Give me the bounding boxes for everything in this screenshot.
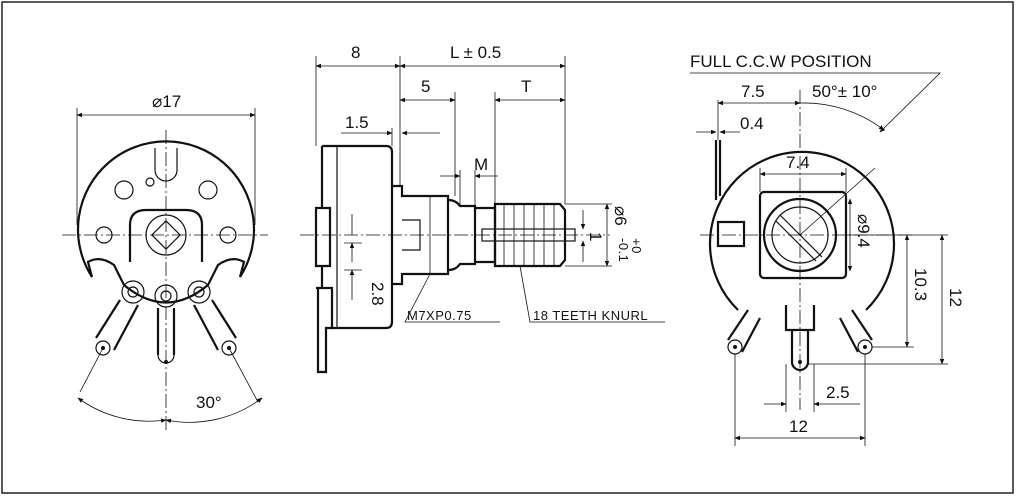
side-label-1: 1 xyxy=(586,232,605,241)
front-pin-mid-dot xyxy=(164,360,168,364)
side-body xyxy=(322,144,394,330)
rear-label-12-h: 12 xyxy=(789,417,808,436)
side-plate-flange xyxy=(314,206,332,268)
front-pin-right xyxy=(193,299,237,351)
front-hole-side-left xyxy=(95,226,113,244)
rear-terminal-left xyxy=(727,309,761,353)
front-angle-label: 30° xyxy=(196,393,222,412)
side-label-2-8: 2.8 xyxy=(368,282,387,306)
front-shaft-square xyxy=(151,220,181,250)
side-label-M: M xyxy=(474,155,488,174)
side-tol-lower: -0.1 xyxy=(616,238,631,262)
front-top-slot xyxy=(154,148,178,182)
rear-label-10-3: 10.3 xyxy=(911,268,930,301)
front-terminal-right-base xyxy=(207,258,246,286)
rear-angle-line xyxy=(799,167,876,236)
front-terminal-left-base xyxy=(86,258,125,286)
side-label-T: T xyxy=(521,77,531,96)
side-bushing-slot xyxy=(402,219,421,251)
rear-tab xyxy=(714,140,722,200)
rear-label-7-5: 7.5 xyxy=(741,82,765,101)
side-thread-leader xyxy=(404,273,500,323)
front-terminal-hole-1 xyxy=(127,286,139,298)
rear-rotor-slot-1 xyxy=(779,214,823,258)
rear-position-label: FULL C.C.W POSITION xyxy=(690,52,872,71)
rear-terminal-mid xyxy=(790,330,810,372)
rear-label-7-4: 7.4 xyxy=(786,153,810,172)
front-pin-mid xyxy=(156,308,176,355)
rear-rotor-inner xyxy=(771,206,829,264)
rear-terminal-mid-dot xyxy=(798,360,802,364)
rear-label-0-4: 0.4 xyxy=(740,114,764,133)
rear-terminal-right xyxy=(839,309,873,353)
front-diameter-label: ⌀17 xyxy=(152,92,181,111)
front-angle-arc-left xyxy=(77,397,167,423)
front-terminal-ring-2 xyxy=(154,284,178,308)
front-angle-ext-right xyxy=(228,347,259,403)
side-shaft-slot xyxy=(481,228,576,242)
side-tol-upper: +0 xyxy=(629,238,644,254)
front-hole-side-right xyxy=(219,226,237,244)
side-thread xyxy=(447,198,477,272)
front-pin-left-tip xyxy=(95,340,111,356)
rear-terminal-mid-base xyxy=(784,305,816,332)
front-hole-right xyxy=(198,180,218,200)
rear-view: FULL C.C.W POSITION 7.5 50°± 10° 0.4 xyxy=(690,52,965,446)
front-terminal-ring-1 xyxy=(121,280,145,304)
side-label-shaft-dia: ⌀6 xyxy=(611,206,630,226)
front-angle-ext-left xyxy=(79,347,104,393)
rear-body-disc xyxy=(708,150,896,311)
rear-angle-arc xyxy=(799,102,885,131)
side-knurl-leader xyxy=(519,265,665,323)
rear-position-leader xyxy=(690,72,941,133)
rear-label-9-4: ⌀9.4 xyxy=(854,214,873,248)
front-terminal-hole-2 xyxy=(160,290,172,302)
rear-rotor-outer xyxy=(762,197,838,273)
front-pin-right-tip xyxy=(221,340,237,356)
front-terminal-hole-3 xyxy=(193,286,205,298)
rear-terminal-left-dot xyxy=(733,345,737,349)
rear-label-12-v: 12 xyxy=(946,288,965,307)
rear-terminal-right-dot xyxy=(863,345,867,349)
front-hole-small xyxy=(145,177,155,187)
front-angle-arc-right xyxy=(165,397,263,424)
side-knurl xyxy=(493,202,567,268)
front-body-disc xyxy=(76,140,256,278)
front-shaft-ring xyxy=(145,214,187,256)
front-terminal-base-arc xyxy=(123,284,209,304)
side-label-5: 5 xyxy=(421,77,430,96)
side-thread-label: M7XP0.75 xyxy=(407,308,472,323)
side-knurl-teeth xyxy=(503,204,555,266)
front-terminal-ring-3 xyxy=(187,280,211,304)
side-label-1-5: 1.5 xyxy=(345,113,369,132)
side-label-8: 8 xyxy=(351,43,360,62)
rear-lug xyxy=(716,220,746,248)
side-label-L: L ± 0.5 xyxy=(450,43,501,62)
rear-label-2-5: 2.5 xyxy=(826,383,850,402)
rear-rotor-slot-2 xyxy=(775,220,817,262)
side-view: 8 L ± 0.5 5 T 1.5 M ⌀6 +0 -0.1 1 2 xyxy=(300,43,665,374)
side-terminal-tab xyxy=(316,286,334,374)
side-knurl-label: 18 TEETH KNURL xyxy=(533,308,648,323)
front-hole-left xyxy=(114,180,134,200)
front-pin-left xyxy=(95,299,139,351)
front-view: ⌀17 30° xyxy=(62,92,268,430)
rear-angle-label: 50°± 10° xyxy=(812,82,877,101)
front-central-boss xyxy=(128,208,204,262)
side-bushing-base xyxy=(392,184,450,286)
